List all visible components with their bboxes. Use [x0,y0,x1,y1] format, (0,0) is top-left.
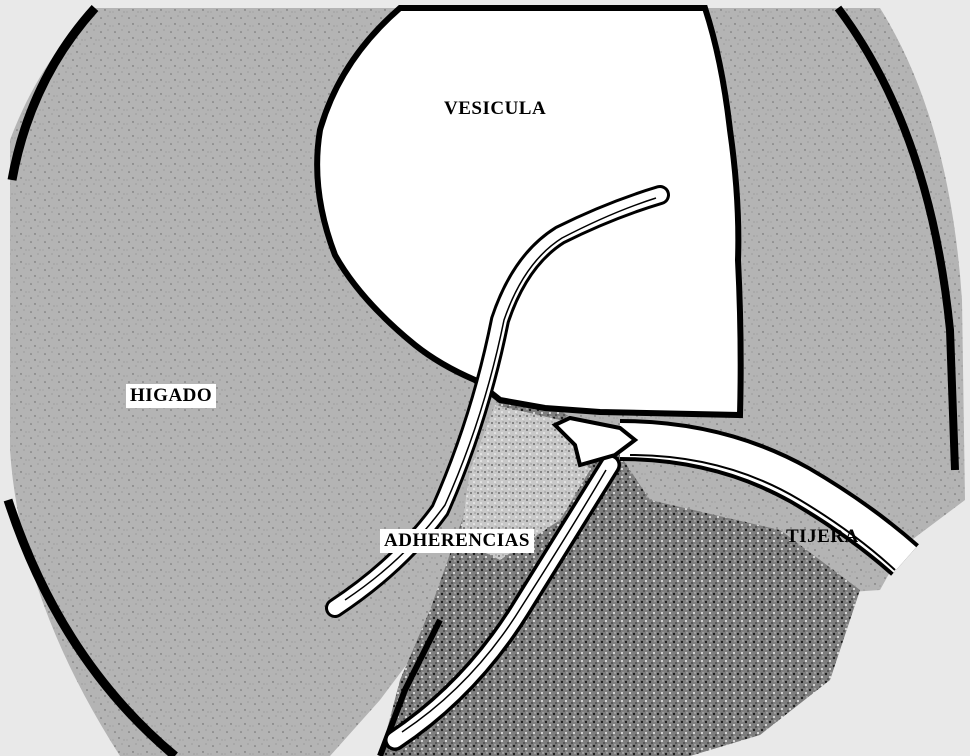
scissors-label: TIJERA [782,525,863,549]
liver-label: HIGADO [126,384,216,408]
gallbladder-label: VESICULA [440,97,550,121]
adhesions-label: ADHERENCIAS [380,529,534,553]
